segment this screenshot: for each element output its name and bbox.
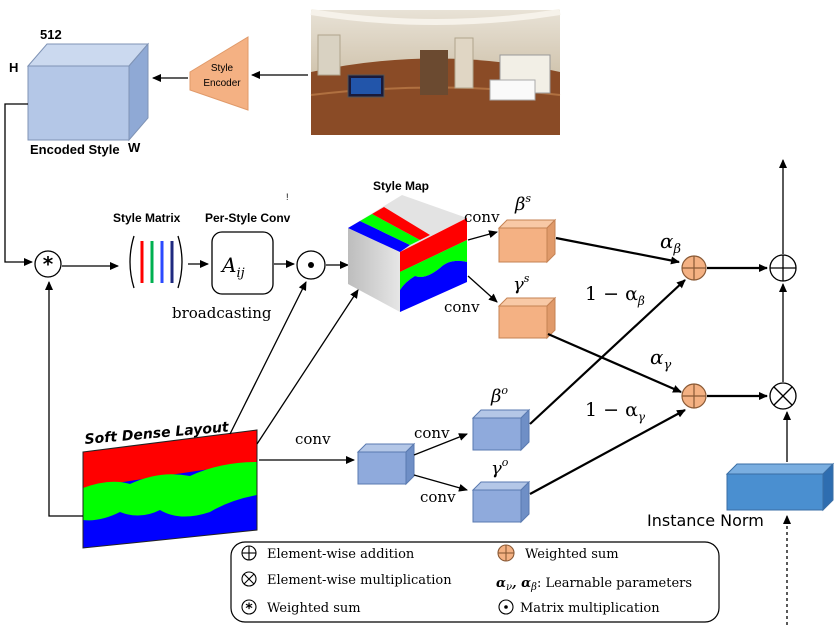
encoded-style-height-label: H [9, 60, 18, 75]
conv-label-gamma-s: conv [444, 298, 480, 316]
style-map-title: Style Map [373, 179, 429, 193]
beta-o-label: βo [490, 384, 508, 407]
per-style-conv-formula: Aij [220, 253, 245, 281]
encoded-style-caption: Encoded Style [30, 142, 120, 157]
arrow-layout-to-weighted-sum [45, 281, 83, 517]
arrow-beta-o-to-wsum [529, 279, 686, 425]
encoded-style-width-label: W [128, 140, 141, 155]
legend-matmul-dot [504, 605, 508, 609]
legend-addition-text: Element-wise addition [267, 547, 415, 562]
legend-orange-weighted-sum-text: Weighted sum [525, 547, 619, 562]
legend-multiplication-text: Element-wise multiplication [267, 573, 452, 588]
gamma-o-box [471, 480, 531, 524]
style-matrix [129, 235, 183, 289]
conv-label-beta-o: conv [414, 424, 450, 442]
weighted-sum-operator [34, 250, 62, 278]
gamma-s-label: γs [513, 272, 530, 295]
soft-dense-layout-image [82, 429, 258, 549]
small-mark: ! [286, 192, 289, 202]
style-matrix-title: Style Matrix [113, 211, 181, 225]
gamma-o-label: γo [491, 456, 509, 479]
per-style-conv-title: Per-Style Conv [205, 211, 291, 225]
arrow-gamma-o-to-wsum [529, 409, 686, 495]
gamma-s-box [497, 296, 557, 340]
legend-star-glyph: * [245, 601, 253, 617]
arrow-layout-to-stylemap [256, 289, 359, 445]
encoded-style-depth-label: 512 [40, 27, 62, 42]
arrow-layout-to-matmul [229, 281, 307, 435]
arrow-gamma-s-to-wsum [547, 332, 682, 394]
beta-s-label: βs [514, 192, 531, 215]
style-encoder-label-1: Style [211, 63, 234, 74]
arrow-to-beta-o [413, 433, 468, 456]
legend-star-weighted-sum-icon [241, 599, 257, 615]
arrow-beta-s-to-wsum [555, 236, 680, 265]
layout-conv-box [356, 442, 416, 486]
one-minus-alpha-gamma-label: 1 − αγ [585, 399, 646, 424]
legend-matmul-text: Matrix multiplication [520, 601, 660, 616]
style-encoder-label-2: Encoder [203, 78, 241, 89]
style-map-cube [348, 195, 467, 312]
arrow-style-to-weighted-sum [4, 103, 33, 266]
legend-star-weighted-sum-text: Weighted sum [267, 601, 361, 616]
encoded-style-cube [26, 42, 150, 142]
arrow-stylemap-to-gamma-s [467, 275, 498, 303]
instance-norm-box [725, 462, 835, 512]
one-minus-alpha-beta-label: 1 − αβ [585, 283, 645, 308]
alpha-beta-label: αβ [660, 229, 681, 257]
broadcasting-label: broadcasting [172, 304, 272, 322]
alpha-gamma-label: αγ [650, 345, 672, 373]
dot-icon [308, 262, 314, 268]
legend-box [230, 541, 720, 623]
style-encoder-block [189, 36, 249, 111]
weighted-sum-star-icon: * [43, 252, 54, 276]
beta-s-box [497, 218, 557, 264]
beta-o-box [471, 408, 531, 452]
panorama-style-image [310, 9, 561, 135]
conv-label-layout: conv [295, 430, 331, 448]
legend-learnable-params-text: αν, αβ: Learnable parameters [496, 576, 692, 593]
conv-label-beta-s: conv [464, 208, 500, 226]
instance-norm-label: Instance Norm [647, 511, 764, 530]
conv-label-gamma-o: conv [420, 488, 456, 506]
per-style-conv-block [211, 231, 274, 295]
arrow-to-gamma-o [413, 474, 468, 492]
arrow-stylemap-to-beta-s [467, 230, 498, 241]
